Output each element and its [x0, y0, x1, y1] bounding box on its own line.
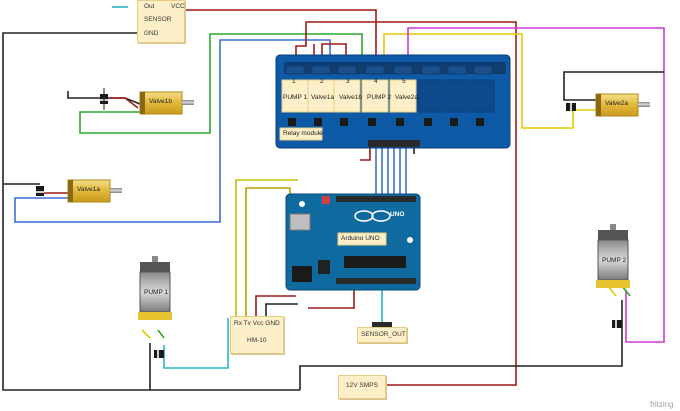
hm10-module: Rx Tx Vcc GND HM-10: [230, 316, 284, 354]
relay-channel-pump1: PUMP 1: [283, 94, 308, 101]
pump2-motor: [596, 224, 630, 288]
relay-number-1: 1: [292, 78, 296, 85]
wire-valve1b-green: [79, 33, 363, 134]
sensor-out-label: SENSOR_OUT: [361, 331, 406, 338]
relay-number-3: 3: [346, 78, 350, 85]
sensor-name-label: SENSOR: [144, 16, 172, 23]
hm10-pin-labels: Rx Tx Vcc GND: [234, 320, 280, 327]
wire-smps-black: [299, 300, 623, 390]
relay-terminal: [311, 65, 331, 75]
sensor-module: Out VCC SENSOR GND: [137, 0, 185, 43]
relay-blocks: [281, 65, 495, 126]
arduino-logo: [354, 210, 391, 222]
sensor-out-header: [372, 322, 392, 327]
wire-valve1b-top: [67, 91, 141, 105]
diode-valve1a: [36, 186, 44, 196]
relay-block: [281, 79, 309, 113]
wire-pump1-green: [157, 329, 165, 339]
relay-transistor: [450, 118, 458, 126]
relay-number-2: 2: [320, 78, 324, 85]
relay-number-5: 5: [402, 78, 406, 85]
wire-hm10-rx: [235, 179, 298, 318]
relay-transistor: [314, 118, 322, 126]
relay-transistor: [288, 118, 296, 126]
relay-block: [417, 79, 443, 113]
fritzing-watermark: fritzing: [650, 400, 674, 409]
relay-transistor: [340, 118, 348, 126]
relay-block: [361, 79, 389, 113]
sensor-vcc-pin-label: VCC: [171, 3, 185, 10]
relay-module-label: Relay module: [283, 130, 323, 137]
arduino-uno-label: Arduino UNO: [341, 235, 380, 242]
wire-sensor-gnd: [2, 32, 300, 391]
wire-magenta-pump2: [407, 27, 665, 343]
relay-channel-valve2a: Valve2a: [395, 94, 419, 101]
valve1a-solenoid: [67, 179, 122, 203]
valve1b-label: Valve1b: [149, 98, 173, 105]
relay-terminal: [393, 65, 413, 75]
pump2-label: PUMP 2: [602, 257, 627, 264]
relay-block: [307, 79, 335, 113]
relay-transistor: [424, 118, 432, 126]
relay-block: [469, 79, 495, 113]
relay-terminal: [447, 65, 467, 75]
pump1-label: PUMP 1: [144, 289, 169, 296]
wire-pump1-yellow: [141, 329, 151, 339]
diode-valve2a: [566, 103, 576, 111]
valve1b-solenoid: [139, 91, 194, 115]
relay-bottom-pins: [368, 140, 420, 147]
smps-module: 12V SMPS: [338, 375, 386, 399]
relay-module: [275, 54, 511, 149]
arduino-brand-label: UNO: [390, 211, 405, 218]
relay-transistor: [368, 118, 376, 126]
wire-hm10-tx: [245, 187, 291, 318]
smps-label: 12V SMPS: [346, 382, 378, 389]
relay-terminal: [365, 65, 385, 75]
wire-relay-vcc: [360, 146, 371, 161]
relay-channel-valve1b: Valve1b: [339, 94, 363, 101]
relay-transistor: [476, 118, 484, 126]
valve1a-label: Valve1a: [77, 186, 101, 193]
sensor-out-pin-label: Out: [144, 3, 155, 10]
arduino-uno-board: [285, 193, 421, 291]
wire-valve2a-black: [563, 71, 664, 101]
relay-terminal: [337, 65, 357, 75]
relay-transistor: [396, 118, 404, 126]
valve2a-solenoid: [595, 93, 650, 117]
relay-terminal: [473, 65, 493, 75]
relay-block: [443, 79, 469, 113]
relay-channel-valve1a: Valve1a: [311, 94, 335, 101]
wire-relay-red-rail: [295, 21, 517, 386]
wire-arduino-red: [308, 290, 355, 309]
diode-pump2: [612, 320, 622, 328]
wire-hm10-vcc: [255, 295, 296, 318]
valve2a-label: Valve2a: [605, 100, 629, 107]
wire-hm10-gnd: [265, 303, 298, 318]
relay-terminal: [285, 65, 305, 75]
sensor-out-connector: SENSOR_OUT: [357, 327, 407, 343]
relay-number-4: 4: [374, 78, 378, 85]
wire-valve1b-red: [110, 97, 139, 109]
diode-valve1b: [100, 88, 108, 110]
diode-pump1: [154, 350, 164, 358]
wire-valve1a-blue: [14, 39, 331, 223]
relay-block: [333, 79, 361, 113]
relay-block: [389, 79, 417, 113]
hm10-name-label: HM-10: [247, 337, 267, 344]
relay-channel-pump2: PUMP 2: [367, 94, 392, 101]
pump1-motor: [138, 256, 172, 320]
relay-terminal: [421, 65, 441, 75]
wire-pump1-teal: [163, 318, 229, 369]
sensor-gnd-pin-label: GND: [144, 30, 159, 37]
